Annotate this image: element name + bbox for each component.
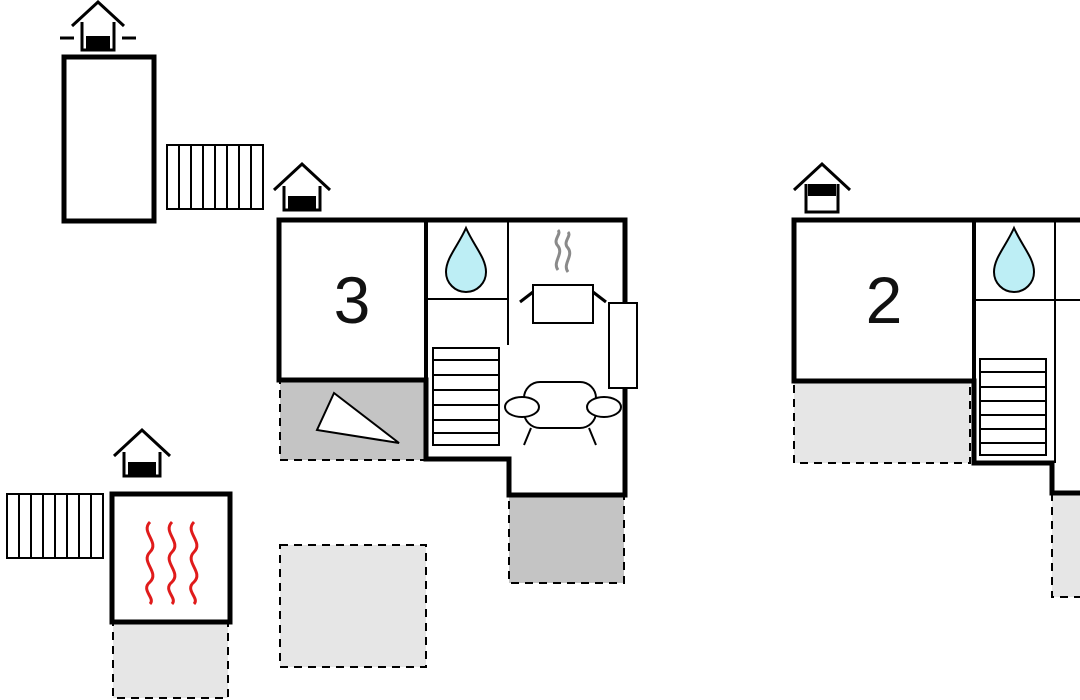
unit-2-lower-terrace [1051, 492, 1080, 598]
water-drop-icon [444, 225, 488, 293]
sauna-heat-icon [145, 520, 199, 606]
unit-3-number: 3 [334, 263, 371, 337]
unit-3-lower-terrace [508, 494, 625, 584]
unit-2-terrace [793, 380, 971, 464]
entrance-icon-unit-3 [272, 162, 332, 212]
kitchen-counter [608, 302, 638, 389]
unit-2-number: 2 [866, 263, 903, 337]
stairs-icon [432, 347, 500, 446]
cooking-pot-icon [519, 228, 607, 324]
terrace-area [279, 544, 427, 668]
outbuilding [61, 54, 157, 224]
sauna-terrace [112, 621, 229, 699]
entrance-icon-top-left [60, 0, 136, 52]
entrance-icon-sauna [112, 428, 172, 478]
sauna-room [109, 491, 233, 625]
unit-3-triangle [315, 391, 400, 444]
water-drop-icon-2 [992, 225, 1036, 293]
sofa-icon [504, 381, 622, 446]
terrace-icon-top [166, 144, 264, 210]
terrace-icon-left [6, 493, 104, 559]
stairs-icon-2 [979, 358, 1047, 456]
entrance-icon-unit-2 [792, 161, 852, 214]
